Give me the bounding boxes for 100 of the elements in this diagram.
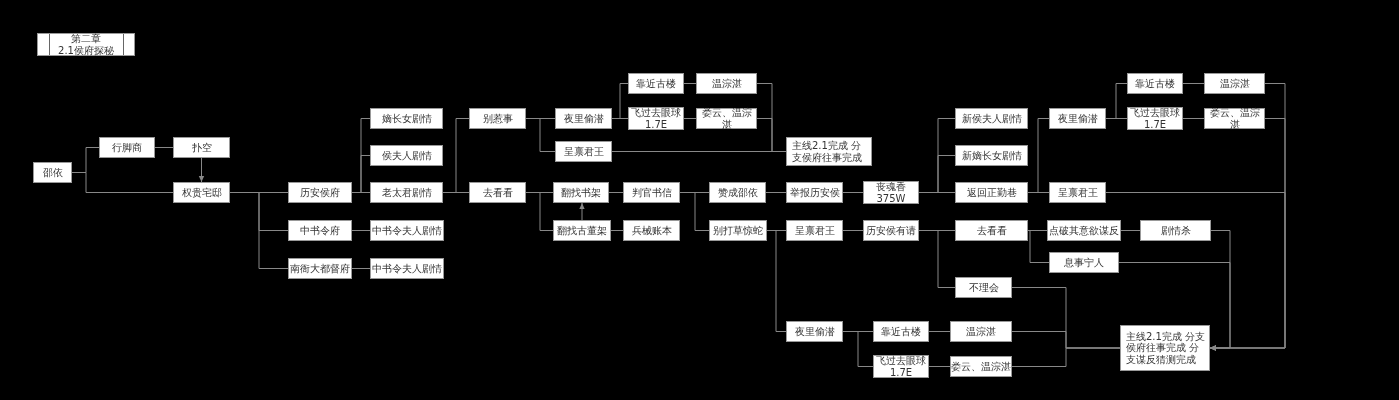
connector-line — [351, 268, 371, 269]
flow-box — [955, 108, 1028, 129]
node-label: 主线2.1完成 分支侯府往事完成 — [792, 140, 863, 163]
node-label: 主线2.1完成 分支侯府往事完成 分支谋反猜测完成 — [1126, 330, 1207, 366]
flow-box — [469, 108, 526, 129]
flow-box — [623, 182, 680, 203]
flow-box — [1140, 220, 1211, 241]
flow-box — [873, 321, 929, 342]
connector-line — [610, 230, 624, 231]
node-label: 2.1侯府探秘 — [58, 44, 114, 56]
connector-line — [1120, 230, 1141, 231]
flow-box — [709, 182, 766, 203]
node-label: 嫡长女剧情 — [381, 112, 432, 125]
connector-line — [198, 157, 205, 183]
flow-box — [786, 137, 872, 166]
chapter-title-box — [37, 33, 135, 56]
node-label: 靠近古楼 — [881, 325, 921, 338]
node-label: 夜里偷潜 — [1057, 112, 1098, 125]
connector-line — [608, 192, 624, 193]
flow-box — [950, 321, 1012, 342]
connector-line — [928, 331, 951, 332]
node-label: 飞过去眼球 1.7E — [630, 107, 682, 130]
connector-line — [842, 192, 864, 193]
flow-box — [786, 220, 843, 241]
flow-box — [370, 108, 443, 129]
connector-line — [611, 151, 787, 152]
node-label: 不理会 — [968, 281, 999, 294]
flow-box — [786, 321, 843, 342]
node-label: 新嫡长女剧情 — [961, 149, 1022, 162]
connector-line — [442, 192, 470, 193]
flow-box — [955, 182, 1028, 203]
flow-box — [1204, 73, 1265, 94]
connector-line — [1027, 230, 1050, 263]
node-label: 去看看 — [976, 224, 1007, 237]
node-label: 娄云、温淙湛 — [700, 107, 753, 130]
node-label: 举报历安侯 — [789, 186, 840, 199]
flow-box — [555, 108, 612, 129]
connector-line — [579, 202, 585, 221]
node-label: 第二章 — [71, 33, 101, 45]
node-label: 南衙大都督府 — [290, 262, 350, 275]
node-label: 侯夫人剧情 — [381, 149, 432, 162]
flow-box — [370, 182, 443, 203]
node-label: 兵械账本 — [631, 224, 672, 237]
node-label: 权贵宅邸 — [181, 186, 222, 199]
flow-box — [1049, 252, 1119, 273]
flow-box — [173, 182, 230, 203]
node-label: 别惹事 — [482, 112, 513, 125]
node-label: 新侯夫人剧情 — [961, 112, 1022, 125]
node-label: 返回正勤巷 — [966, 186, 1017, 199]
flow-box — [863, 181, 919, 204]
connector-line — [1011, 347, 1121, 367]
node-label: 去看看 — [482, 186, 513, 199]
connector-line — [71, 172, 174, 193]
node-label: 判官书信 — [631, 186, 672, 199]
connector-line — [1182, 118, 1205, 119]
flow-box — [99, 137, 155, 158]
node-label: 飞过去眼球 1.7E — [1129, 107, 1181, 130]
flow-box — [955, 145, 1028, 166]
node-label: 中书令夫人剧情 — [372, 224, 442, 237]
connector-line — [351, 230, 371, 231]
node-label: 娄云、温淙湛 — [951, 360, 1011, 373]
connector-line — [1105, 192, 1286, 351]
node-label: 中书令府 — [300, 224, 340, 237]
flow-box — [33, 162, 72, 183]
connector-line — [765, 192, 787, 193]
node-label: 呈禀君王 — [563, 145, 604, 158]
flow-box — [955, 277, 1012, 298]
node-label: 温淙湛 — [1219, 77, 1250, 90]
node-label: 翻找书架 — [561, 186, 601, 199]
flow-box — [955, 220, 1028, 241]
node-label: 赞成邵依 — [717, 186, 758, 199]
node-label: 靠近古楼 — [636, 77, 676, 90]
node-label: 扑空 — [191, 141, 212, 154]
flow-box — [173, 137, 230, 158]
node-label: 历安侯府 — [300, 186, 340, 199]
flow-box — [1120, 325, 1210, 371]
flow-box — [555, 141, 612, 162]
node-label: 息事宁人 — [1064, 256, 1104, 269]
node-label: 剧情杀 — [1160, 224, 1191, 237]
connector-line — [928, 366, 951, 367]
connector-line — [1027, 192, 1050, 193]
flow-box — [288, 220, 352, 241]
flow-box — [370, 145, 443, 166]
flow-box — [288, 182, 352, 203]
node-label: 中书令夫人剧情 — [372, 262, 442, 275]
node-label: 别打草惊蛇 — [713, 224, 763, 237]
flow-box — [1049, 182, 1106, 203]
node-label: 老太君剧情 — [381, 186, 432, 199]
node-label: 邵依 — [42, 166, 63, 179]
flow-box — [623, 220, 680, 241]
node-label: 靠近古楼 — [1135, 77, 1175, 90]
node-label: 点破其意欲谋反 — [1049, 224, 1119, 237]
node-label: 飞过去眼球 1.7E — [875, 355, 927, 378]
flow-box — [1127, 73, 1183, 94]
node-label: 夜里偷潜 — [563, 112, 604, 125]
node-label: 夜里偷潜 — [794, 325, 835, 338]
flow-box — [469, 182, 526, 203]
node-label: 呈禀君王 — [1057, 186, 1098, 199]
connector-line — [1118, 262, 1231, 351]
flow-box — [628, 73, 684, 94]
